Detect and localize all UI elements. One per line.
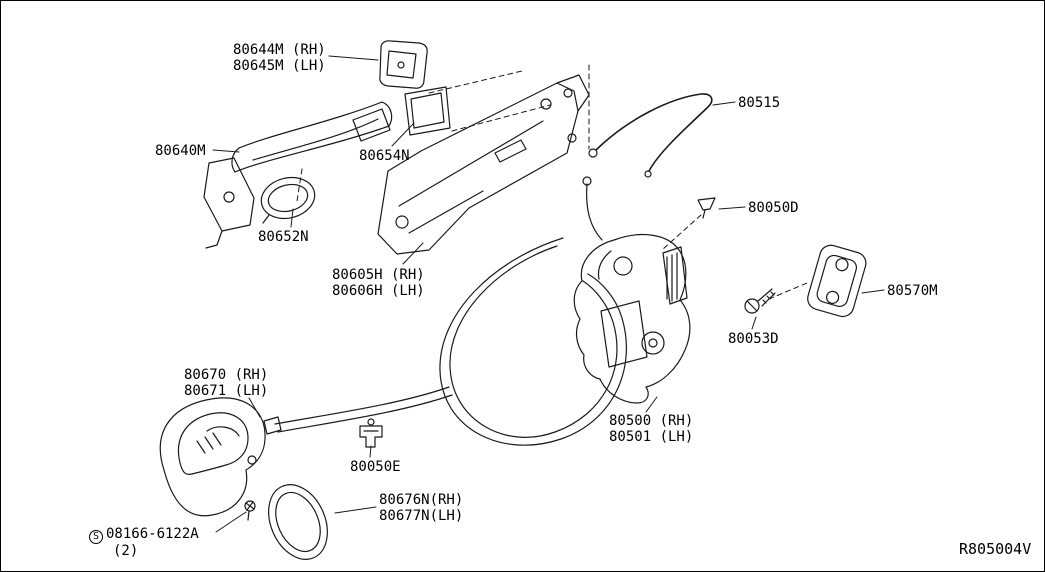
part-number: 08166-6122A: [106, 526, 199, 542]
part-number-rh: 80605H (RH): [332, 267, 425, 283]
part-number: 80570M: [887, 283, 938, 299]
part-label-80605H-80606H: 80605H (RH) 80606H (LH): [332, 267, 425, 299]
part-number: 80050D: [748, 200, 799, 216]
gasket-80654N-art: [404, 86, 451, 136]
screw-08166-art: [244, 500, 256, 521]
part-number-lh: 80671 (LH): [184, 383, 269, 399]
part-number: 80654N: [359, 148, 410, 164]
part-label-80644M-80645M: 80644M (RH) 80645M (LH): [233, 42, 326, 74]
part-label-80500-80501: 80500 (RH) 80501 (LH): [609, 413, 693, 445]
part-number: 80050E: [350, 459, 401, 475]
part-number: 80515: [738, 95, 781, 111]
part-label-80670-80671: 80670 (RH) 80671 (LH): [184, 367, 268, 399]
inside-handle-art: [159, 397, 266, 517]
diagram-reference-code: R805004V: [959, 540, 1032, 558]
part-number: 80640M: [155, 143, 206, 159]
part-label-80050E: 80050E: [350, 459, 401, 475]
leader-lines: [212, 55, 885, 533]
assembly-dashed-lines: [296, 64, 808, 300]
grommet-80050D-art: [697, 197, 716, 219]
part-label-80570M: 80570M: [887, 283, 938, 299]
part-label-80053D: 80053D: [728, 331, 779, 347]
part-label-80652N: 80652N: [258, 229, 309, 245]
door-lock-art: [573, 176, 691, 404]
escutcheon-art: [268, 484, 328, 560]
part-number-rh: 80644M (RH): [233, 42, 326, 58]
part-label-80050D: 80050D: [748, 200, 799, 216]
part-label-80676N-80677N: 80676N(RH) 80677N(LH): [379, 492, 463, 524]
part-label-80515: 80515: [738, 95, 780, 111]
s-standard-part-badge: S: [89, 530, 103, 544]
part-label-80654N: 80654N: [359, 148, 410, 164]
handle-frame-art: [377, 74, 590, 255]
lock-rod-art: [588, 93, 713, 178]
part-number-lh: 80501 (LH): [609, 429, 694, 445]
part-number-rh: 80670 (RH): [184, 367, 269, 383]
gasket-80652N-art: [260, 176, 316, 224]
striker-art: [807, 244, 867, 318]
screw-80053D-art: [744, 288, 776, 314]
part-number-rh: 80500 (RH): [609, 413, 694, 429]
handle-cap-art: [379, 40, 428, 89]
part-number-lh: 80645M (LH): [233, 58, 326, 74]
part-number-rh: 80676N(RH): [379, 492, 464, 508]
part-number: 80053D: [728, 331, 779, 347]
part-label-80640M: 80640M: [155, 143, 206, 159]
outside-handle-art: [203, 101, 393, 249]
part-number: 80652N: [258, 229, 309, 245]
clip-80050E-art: [359, 418, 383, 448]
part-number-lh: 80677N(LH): [379, 508, 464, 524]
cable-art: [263, 237, 627, 446]
part-quantity: (2): [113, 543, 139, 559]
part-number-lh: 80606H (LH): [332, 283, 425, 299]
